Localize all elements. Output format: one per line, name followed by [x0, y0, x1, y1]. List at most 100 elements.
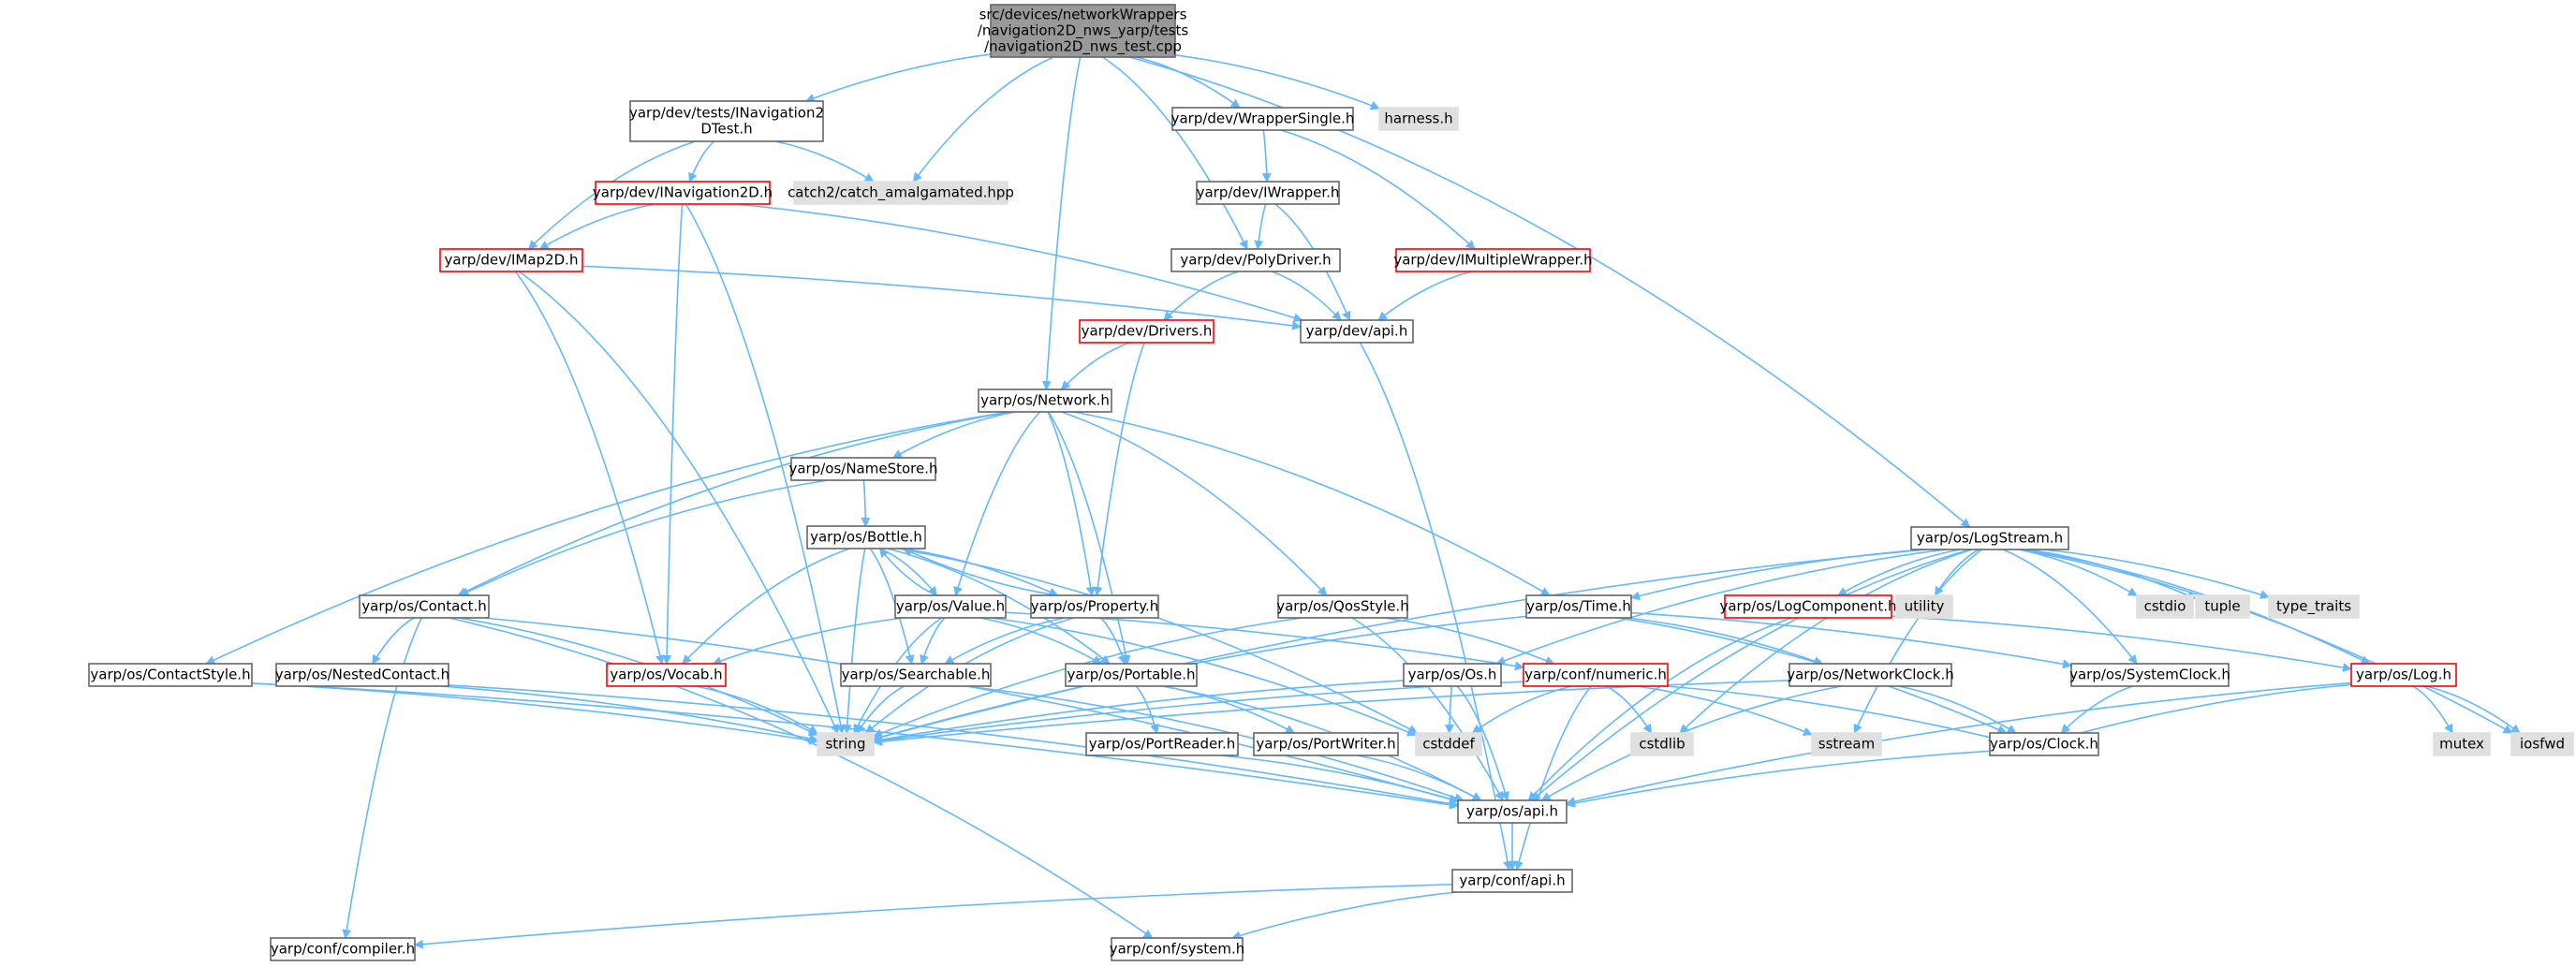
node-label: yarp/os/NestedContact.h — [275, 667, 449, 683]
node-label: yarp/dev/IMap2D.h — [445, 252, 579, 269]
edge-numeric-to-cstdint — [1666, 685, 1998, 742]
node-label: yarp/os/Portable.h — [1067, 667, 1196, 683]
edge-bottle-to-string — [842, 548, 866, 734]
node-log[interactable]: yarp/os/Log.h — [2350, 663, 2457, 687]
node-cstddef[interactable]: cstddef — [1415, 732, 1482, 756]
edge-iwrapper-to-devapi — [1274, 203, 1351, 321]
node-logstream[interactable]: yarp/os/LogStream.h — [1910, 526, 2069, 550]
node-property[interactable]: yarp/os/Property.h — [1030, 594, 1159, 619]
node-drivers[interactable]: yarp/dev/Drivers.h — [1079, 319, 1214, 344]
node-nestedcontact[interactable]: yarp/os/NestedContact.h — [275, 663, 449, 687]
edges-layer — [205, 53, 2521, 949]
edge-inav2dtest-to-catch2 — [775, 140, 875, 183]
node-iwrapper[interactable]: yarp/dev/IWrapper.h — [1196, 181, 1340, 205]
node-box — [2268, 594, 2360, 619]
node-numeric[interactable]: yarp/conf/numeric.h — [1523, 663, 1669, 687]
node-label: yarp/os/Vocab.h — [610, 667, 722, 683]
node-time[interactable]: yarp/os/Time.h — [1525, 594, 1632, 619]
edge-log-to-iosfwd — [2425, 685, 2521, 734]
node-box — [1079, 319, 1214, 344]
edge-nestedcontact-to-string — [440, 685, 818, 743]
node-qosstyle[interactable]: yarp/os/QosStyle.h — [1276, 594, 1409, 619]
node-namestore[interactable]: yarp/os/NameStore.h — [788, 457, 938, 481]
node-osh[interactable]: yarp/os/Os.h — [1403, 663, 1502, 687]
node-value[interactable]: yarp/os/Value.h — [894, 594, 1007, 619]
node-contact[interactable]: yarp/os/Contact.h — [359, 594, 490, 619]
node-clock[interactable]: yarp/os/Clock.h — [1989, 732, 2099, 756]
edge-value-to-portable — [979, 617, 1103, 665]
edge-numeric-to-cstdlib — [1606, 685, 1653, 734]
node-sstream[interactable]: sstream — [1811, 732, 1882, 756]
node-label: yarp/os/Clock.h — [1990, 736, 2098, 753]
node-imultiwrapper[interactable]: yarp/dev/IMultipleWrapper.h — [1393, 248, 1593, 272]
node-osapi[interactable]: yarp/os/api.h — [1457, 799, 1568, 824]
node-utility[interactable]: utility — [1895, 594, 1953, 619]
edge-inav2d-to-imap2d — [538, 203, 655, 250]
node-network[interactable]: yarp/os/Network.h — [978, 388, 1112, 413]
node-imap2d[interactable]: yarp/dev/IMap2D.h — [439, 248, 583, 272]
node-catch2[interactable]: catch2/catch_amalgamated.hpp — [788, 181, 1014, 205]
edge-inav2dtest-to-inav2d — [688, 140, 715, 183]
edge-drivers-to-property — [1093, 342, 1145, 596]
node-compiler[interactable]: yarp/conf/compiler.h — [270, 937, 416, 961]
node-logcomponent[interactable]: yarp/os/LogComponent.h — [1719, 594, 1897, 619]
node-box — [1300, 319, 1414, 344]
node-label: yarp/dev/api.h — [1306, 323, 1408, 340]
edge-numeric-to-confapi — [1514, 685, 1592, 871]
node-box — [2136, 594, 2194, 619]
node-inav2d[interactable]: yarp/dev/INavigation2D.h — [593, 181, 773, 205]
edge-network-to-property — [1047, 411, 1096, 596]
edge-imultiwrapper-to-devapi — [1377, 271, 1472, 321]
node-systemclock[interactable]: yarp/os/SystemClock.h — [2069, 663, 2230, 687]
node-confapi[interactable]: yarp/conf/api.h — [1451, 869, 1573, 893]
node-portwriter[interactable]: yarp/os/PortWriter.h — [1253, 732, 1399, 756]
node-label: yarp/os/Os.h — [1408, 667, 1497, 683]
node-system[interactable]: yarp/conf/system.h — [1110, 937, 1245, 961]
node-box — [1085, 732, 1239, 756]
node-bottle[interactable]: yarp/os/Bottle.h — [806, 525, 926, 549]
node-polydriver[interactable]: yarp/dev/PolyDriver.h — [1170, 248, 1341, 272]
node-portreader[interactable]: yarp/os/PortReader.h — [1085, 732, 1239, 756]
node-contactstyle[interactable]: yarp/os/ContactStyle.h — [88, 663, 253, 687]
node-networkclock[interactable]: yarp/os/NetworkClock.h — [1787, 663, 1954, 687]
node-box — [1724, 594, 1892, 619]
edge-osh-to-osapi — [1456, 685, 1510, 801]
node-label: yarp/os/PortReader.h — [1089, 736, 1236, 753]
node-label: string — [825, 736, 865, 753]
node-string[interactable]: string — [817, 732, 875, 756]
node-cstdio[interactable]: cstdio — [2136, 594, 2194, 619]
node-box — [270, 937, 416, 961]
node-box — [2510, 732, 2574, 756]
node-box — [817, 732, 875, 756]
edge-logstream-to-time — [1630, 549, 1922, 601]
edge-time-to-systemclock — [1630, 611, 2072, 669]
node-cstdlib[interactable]: cstdlib — [1630, 732, 1694, 756]
node-portable[interactable]: yarp/os/Portable.h — [1065, 663, 1198, 687]
edge-logstream-to-iosfwd — [2020, 549, 2513, 734]
edge-osh-to-string — [873, 680, 1405, 744]
edge-property-to-searchable — [944, 617, 1066, 665]
edge-logcomponent-to-log — [1891, 615, 2352, 672]
node-vocab[interactable]: yarp/os/Vocab.h — [606, 663, 727, 687]
node-label: yarp/conf/api.h — [1459, 872, 1565, 889]
node-root[interactable]: src/devices/networkWrappers/navigation2D… — [978, 4, 1189, 58]
node-label: yarp/conf/system.h — [1110, 941, 1245, 958]
edge-bottle-to-searchable — [869, 548, 915, 665]
node-typetraits[interactable]: type_traits — [2268, 594, 2360, 619]
node-harness[interactable]: harness.h — [1378, 107, 1459, 131]
node-box — [439, 248, 583, 272]
node-searchable[interactable]: yarp/os/Searchable.h — [840, 663, 992, 687]
node-box — [1415, 732, 1482, 756]
edge-imap2d-to-vocab — [514, 271, 665, 665]
node-box — [2070, 663, 2230, 687]
node-iosfwd[interactable]: iosfwd — [2510, 732, 2574, 756]
node-mutex[interactable]: mutex — [2433, 732, 2491, 756]
node-label: yarp/os/Log.h — [2356, 667, 2451, 683]
node-wrappersingle[interactable]: yarp/dev/WrapperSingle.h — [1171, 107, 1355, 131]
edge-logstream-to-osapi — [1531, 549, 1971, 801]
node-devapi[interactable]: yarp/dev/api.h — [1300, 319, 1414, 344]
node-label: yarp/os/QosStyle.h — [1276, 598, 1409, 615]
node-box — [606, 663, 727, 687]
node-tuple[interactable]: tuple — [2195, 594, 2250, 619]
